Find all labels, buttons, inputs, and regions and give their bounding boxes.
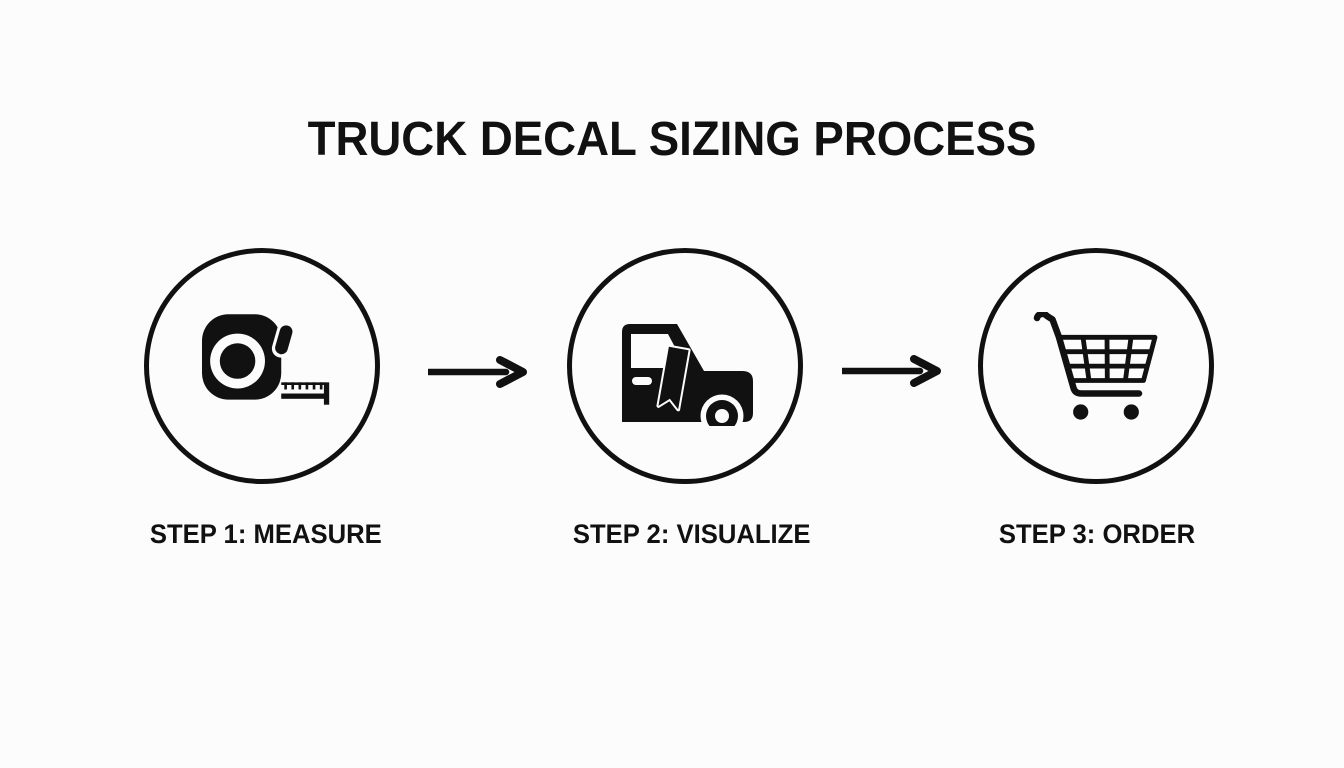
shopping-cart-icon [1033,312,1158,420]
right-arrow-icon [428,356,527,388]
step-1-label: STEP 1: MEASURE [149,519,382,549]
diagram-title: TRUCK DECAL SIZING PROCESS [307,113,1037,166]
right-arrow-icon [842,355,941,387]
step-1-circle [144,248,380,484]
step-3-circle [978,248,1214,484]
step-3-label: STEP 3: ORDER [998,519,1196,549]
step-2-circle [567,248,803,484]
truck-decal-icon [622,324,753,426]
step-2-label: STEP 2: VISUALIZE [572,519,811,549]
tape-measure-icon [202,314,330,405]
